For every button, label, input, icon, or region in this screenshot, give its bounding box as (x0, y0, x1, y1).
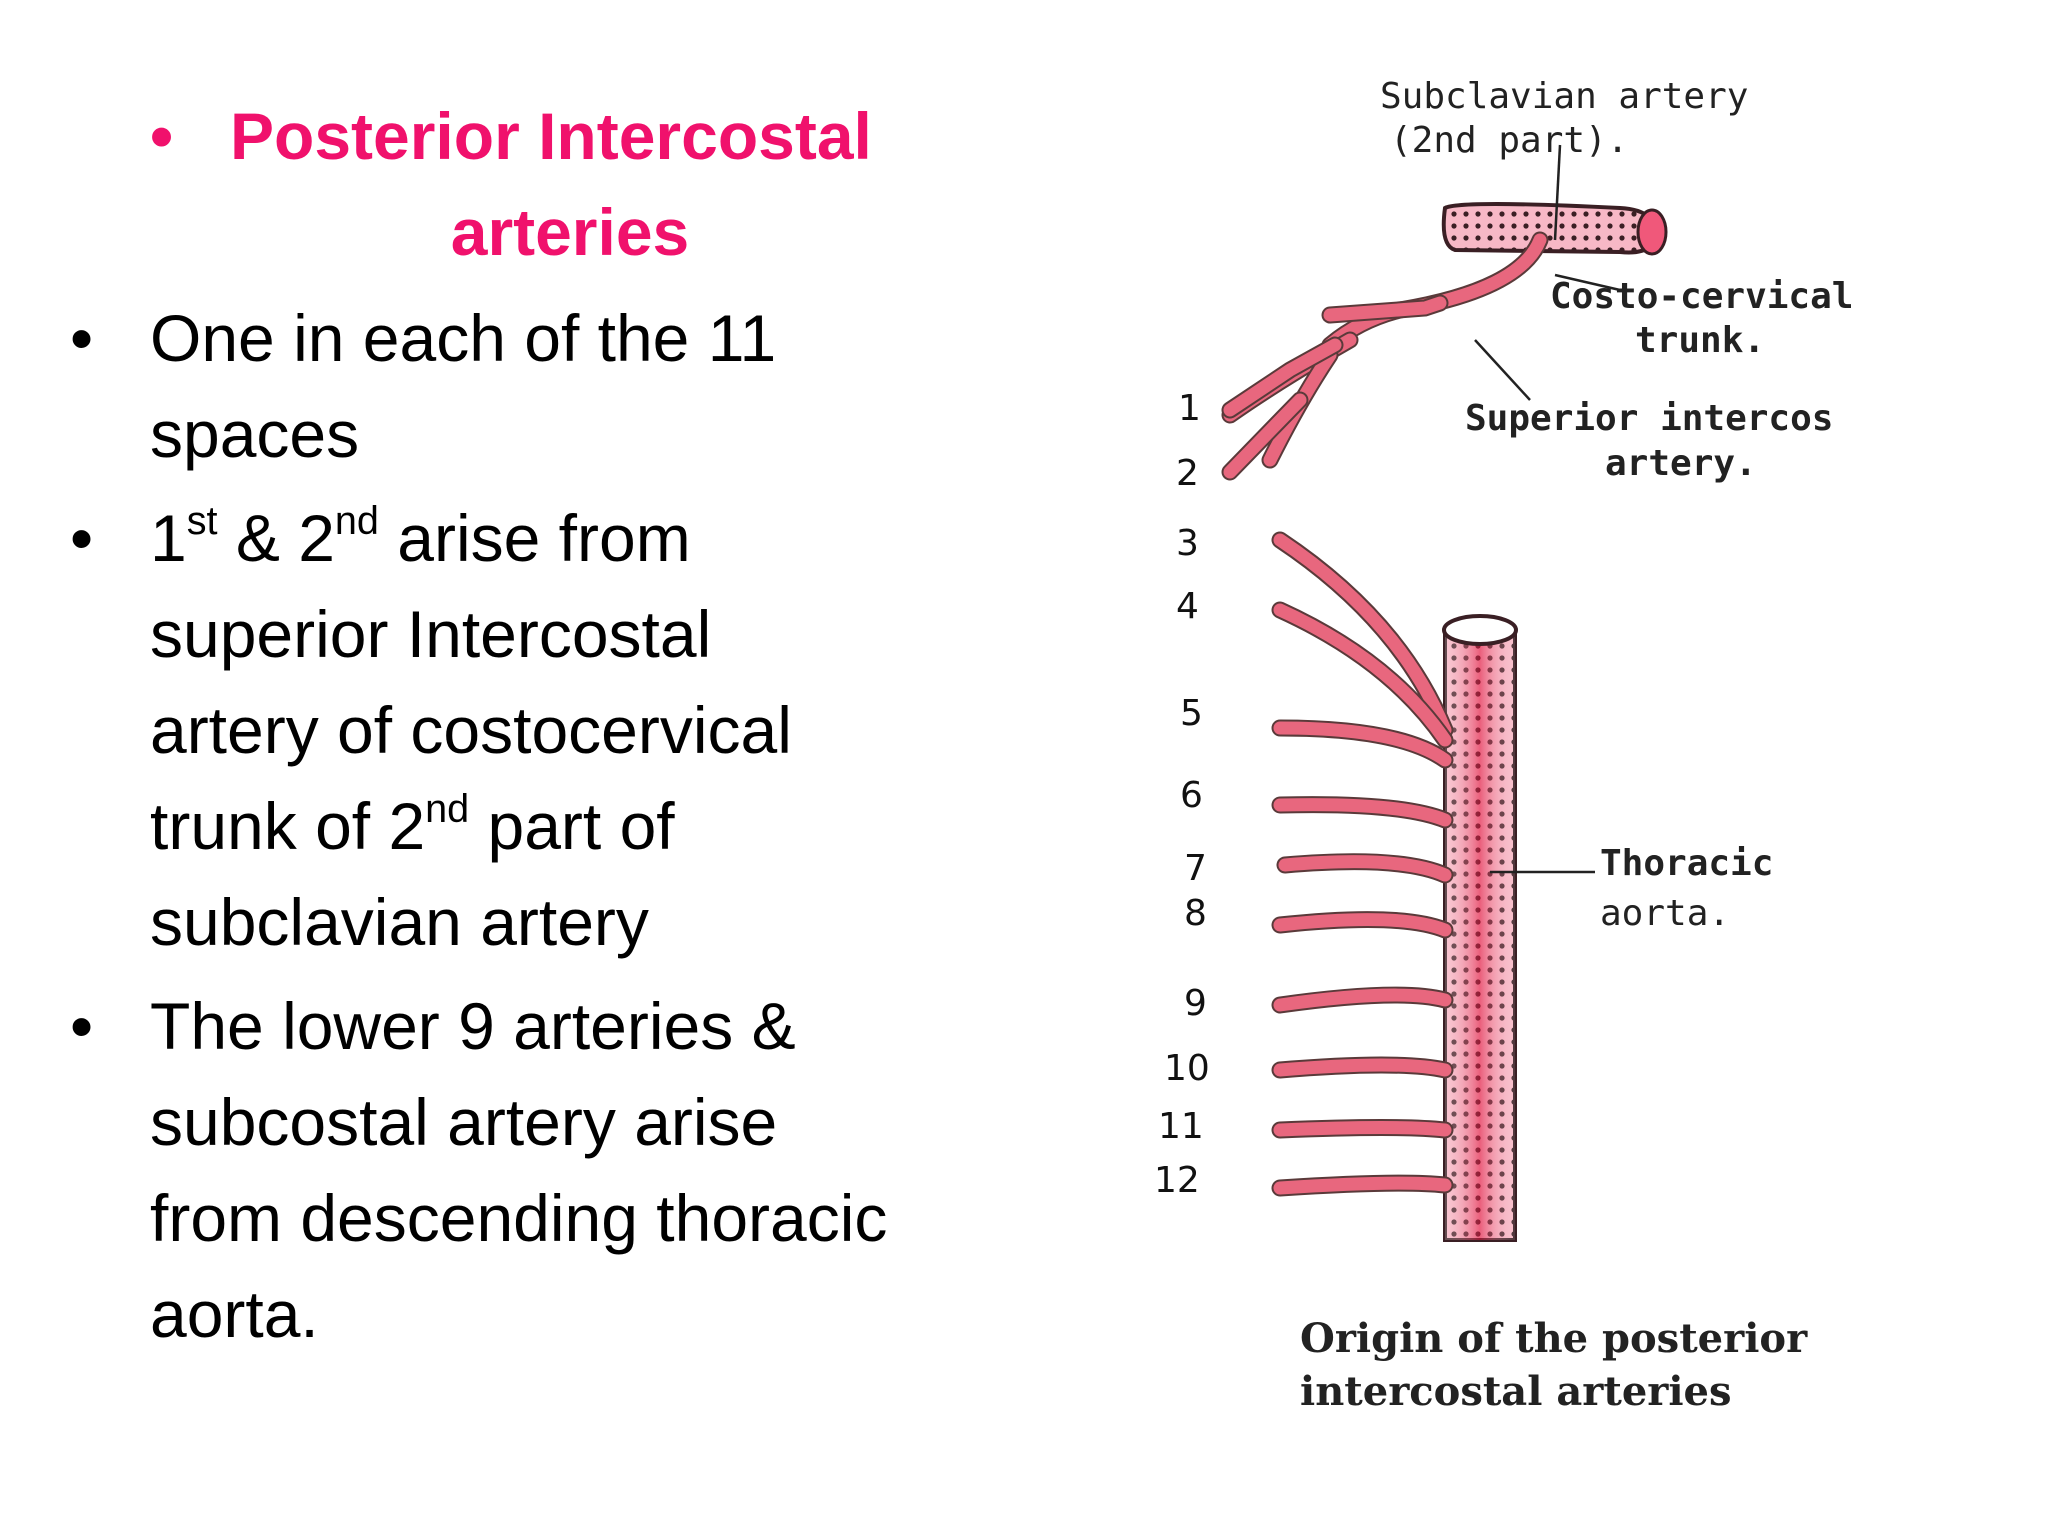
bullet-2-line-4: trunk of 2nd part of (150, 778, 1020, 874)
slide-heading: • Posterior Intercostal arteries (150, 88, 990, 280)
text-part: part of (469, 789, 675, 863)
bullet-2-line-1: 1st & 2nd arise from (150, 490, 1020, 586)
superscript: st (186, 499, 218, 544)
subclavian-artery (1441, 202, 1668, 256)
label-subclavian-artery: Subclavian artery (1380, 76, 1748, 117)
bullet-2-line-2: superior Intercostal (150, 597, 712, 671)
intercostal-arteries-diagram: Subclavian artery (2nd part). Costo-cerv… (1154, 76, 1853, 1415)
label-superior-artery: artery. (1605, 443, 1757, 484)
rib-number: 2 (1176, 453, 1199, 494)
rib-number: 11 (1158, 1106, 1204, 1147)
label-superior-intercostal: Superior intercos (1465, 398, 1833, 439)
bullet-item-3: • The lower 9 arteries & subcostal arter… (60, 978, 1020, 1362)
bullet-dot: • (70, 301, 94, 375)
bullet-2-line-5: subclavian artery (150, 885, 649, 959)
text-part: arise from (378, 501, 691, 575)
bullet-3-line-4: aorta. (150, 1277, 319, 1351)
diagram-caption-line-2: intercostal arteries (1300, 1368, 1732, 1415)
pointer-lines (1474, 144, 1621, 874)
label-costocervical: Costo-cervical (1550, 276, 1853, 317)
label-aorta: aorta. (1600, 893, 1730, 934)
rib-number: 5 (1180, 693, 1203, 734)
heading-line-2: arteries (450, 195, 690, 269)
text-part: & 2 (217, 501, 335, 575)
heading-bullet: • (150, 99, 174, 173)
bullet-1-line-1: One in each of the 11 (150, 301, 777, 375)
rib-number: 12 (1154, 1160, 1200, 1201)
text-part: 1 (150, 501, 187, 575)
bullet-2-line-3: artery of costocervical (150, 693, 792, 767)
label-thoracic: Thoracic (1600, 843, 1773, 884)
bullet-3-line-2: subcostal artery arise (150, 1085, 778, 1159)
bullet-item-1: • One in each of the 11 spaces (60, 290, 1020, 482)
bullet-dot: • (70, 501, 94, 575)
superscript: nd (425, 787, 470, 832)
rib-number: 4 (1176, 586, 1199, 627)
superior-intercostal-artery (1221, 331, 1359, 481)
rib-number: 6 (1180, 775, 1203, 816)
bullet-list: • One in each of the 11 spaces • 1st & 2… (60, 290, 1020, 1362)
thoracic-aorta (1442, 614, 1518, 1242)
bullet-dot: • (70, 989, 94, 1063)
bullet-item-2: • 1st & 2nd arise from superior Intercos… (60, 490, 1020, 970)
costocervical-trunk (1321, 231, 1549, 354)
rib-number: 10 (1164, 1048, 1210, 1089)
superscript: nd (334, 499, 379, 544)
heading-line-1: Posterior Intercostal (230, 99, 872, 173)
rib-number: 7 (1184, 848, 1207, 889)
rib-number: 1 (1178, 388, 1201, 429)
bullet-1-line-2: spaces (150, 397, 360, 471)
label-subclavian-part: (2nd part). (1390, 120, 1628, 161)
intercostal-branches (1271, 531, 1454, 1197)
text-part: trunk of 2 (150, 789, 426, 863)
diagram-caption-line-1: Origin of the posterior (1300, 1315, 1808, 1362)
rib-number: 3 (1176, 523, 1199, 564)
rib-number: 9 (1184, 983, 1207, 1024)
label-costocervical-trunk: trunk. (1635, 320, 1765, 361)
rib-number: 8 (1184, 893, 1207, 934)
bullet-3-line-3: from descending thoracic (150, 1181, 888, 1255)
bullet-3-line-1: The lower 9 arteries & (150, 989, 796, 1063)
